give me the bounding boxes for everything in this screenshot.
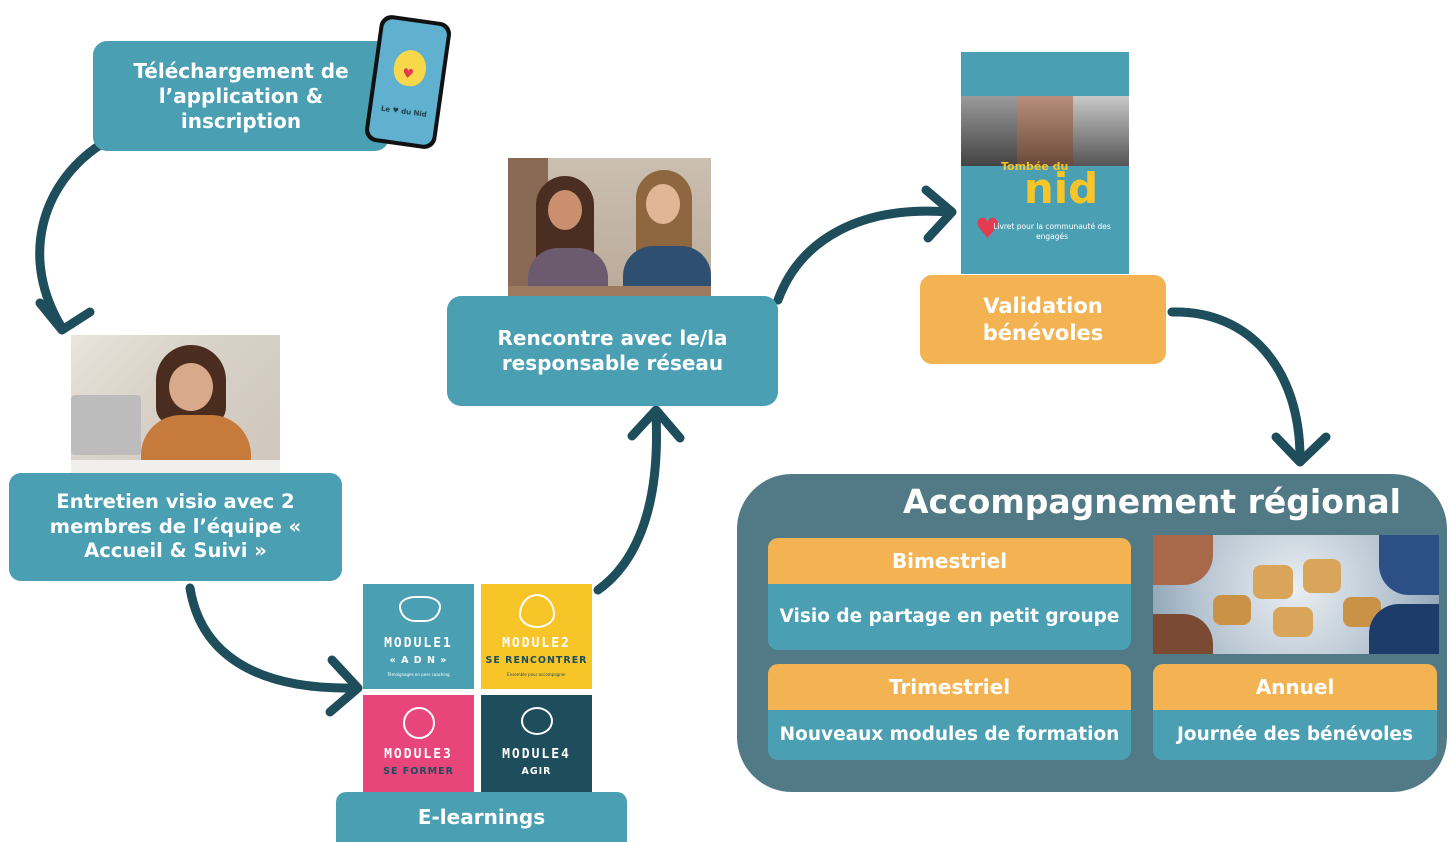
module-4-tile: MODULE4 AGIR bbox=[481, 695, 592, 800]
arrowhead-1 bbox=[35, 298, 95, 335]
arrowhead-5 bbox=[1271, 432, 1331, 467]
module-3-tile: MODULE3 SE FORMER bbox=[363, 695, 474, 800]
arrow-meeting-to-validation bbox=[773, 206, 955, 305]
nest-icon bbox=[399, 596, 441, 622]
period-bimestriel-label: Bimestriel bbox=[891, 548, 1008, 573]
module-3-subtitle: SE FORMER bbox=[383, 766, 454, 777]
period-trimestriel: Trimestriel bbox=[768, 664, 1131, 710]
step-download-label: Téléchargement de l’application & inscri… bbox=[133, 58, 349, 133]
desc-annuel-label: Journée des bénévoles bbox=[1176, 724, 1413, 746]
desc-bimestriel: Visio de partage en petit groupe bbox=[768, 584, 1131, 650]
step-meeting-label: Rencontre avec le/la responsable réseau bbox=[497, 326, 728, 375]
phone-logo-text: Le ♥ du Nid bbox=[380, 104, 428, 119]
period-trimestriel-label: Trimestriel bbox=[888, 674, 1011, 699]
arrow-elearning-to-meeting bbox=[593, 410, 661, 595]
arrowhead-4 bbox=[921, 185, 957, 243]
step-interview: Entretien visio avec 2 membres de l’équi… bbox=[9, 473, 342, 581]
heart-icon: ♥ bbox=[401, 66, 415, 83]
module-2-subtitle: SE RENCONTRER bbox=[485, 655, 588, 666]
arrow-validation-to-regional bbox=[1167, 307, 1305, 463]
modules-grid: MODULE1 « A D N » Témoignages en peer co… bbox=[363, 584, 595, 800]
booklet-title-big: nid bbox=[1023, 164, 1099, 213]
chat-bubbles-icon bbox=[521, 707, 553, 735]
booklet-cover: Tombée du nid ♥ Livret pour la communaut… bbox=[961, 52, 1129, 274]
booklet-title-small: Tombée du bbox=[1001, 160, 1069, 173]
module-1-subtitle: « A D N » bbox=[389, 655, 448, 666]
module-1-tile: MODULE1 « A D N » Témoignages en peer co… bbox=[363, 584, 474, 689]
step-interview-label: Entretien visio avec 2 membres de l’équi… bbox=[49, 490, 302, 563]
arrowhead-3 bbox=[627, 405, 685, 443]
module-3-title: MODULE3 bbox=[384, 747, 453, 762]
arrow-download-to-interview bbox=[35, 140, 105, 333]
people-network-icon bbox=[403, 707, 435, 739]
module-2-tiny: Ensemble pour accompagner bbox=[507, 672, 566, 677]
booklet-heart-icon: ♥ bbox=[975, 212, 1001, 245]
module-4-title: MODULE4 bbox=[502, 747, 571, 762]
step-elearning: E-learnings bbox=[336, 792, 627, 842]
module-4-subtitle: AGIR bbox=[521, 766, 552, 777]
module-1-tiny: Témoignages en peer coaching bbox=[387, 672, 450, 677]
period-bimestriel: Bimestriel bbox=[768, 538, 1131, 584]
desc-annuel: Journée des bénévoles bbox=[1153, 710, 1437, 760]
step-download: Téléchargement de l’application & inscri… bbox=[93, 41, 389, 151]
photo-meeting bbox=[508, 158, 711, 302]
module-1-title: MODULE1 bbox=[384, 636, 453, 651]
period-annuel: Annuel bbox=[1153, 664, 1437, 710]
handshake-heart-icon bbox=[519, 594, 555, 628]
arrow-interview-to-elearning bbox=[185, 583, 360, 693]
step-elearning-label: E-learnings bbox=[417, 804, 546, 829]
regional-title: Accompagnement régional bbox=[903, 482, 1401, 521]
arrowhead-2 bbox=[325, 655, 363, 717]
period-annuel-label: Annuel bbox=[1255, 674, 1335, 699]
step-validation: Validation bénévoles bbox=[920, 275, 1166, 364]
desc-trimestriel-label: Nouveaux modules de formation bbox=[779, 724, 1120, 746]
puzzle-hands-image bbox=[1153, 535, 1439, 654]
step-validation-label: Validation bénévoles bbox=[982, 294, 1104, 345]
photo-video-interview bbox=[71, 335, 280, 475]
desc-trimestriel: Nouveaux modules de formation bbox=[768, 710, 1131, 760]
regional-panel: Accompagnement régional Bimestriel Visio… bbox=[737, 474, 1447, 792]
step-meeting: Rencontre avec le/la responsable réseau bbox=[447, 296, 778, 406]
module-2-tile: MODULE2 SE RENCONTRER Ensemble pour acco… bbox=[481, 584, 592, 689]
booklet-caption: Livret pour la communauté des engagés bbox=[993, 222, 1111, 241]
desc-bimestriel-label: Visio de partage en petit groupe bbox=[779, 606, 1120, 628]
module-2-title: MODULE2 bbox=[502, 636, 571, 651]
